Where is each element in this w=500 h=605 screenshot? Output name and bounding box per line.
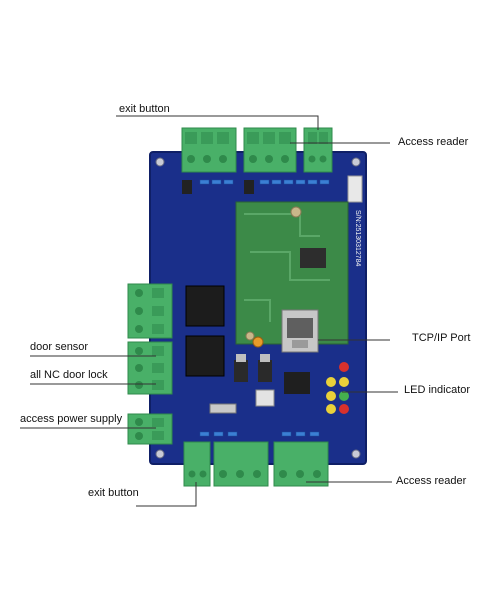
small-chip (244, 180, 254, 194)
label-door-sensor: door sensor (30, 341, 89, 353)
terminal-block-top-2 (243, 127, 297, 173)
label-exit-button-bottom: exit button (88, 487, 139, 499)
label-nc-door-lock: all NC door lock (30, 369, 108, 381)
serial-number: S/N:25130312784 (354, 210, 361, 267)
rj45-port (281, 309, 319, 353)
ic-chip (284, 372, 310, 394)
capacitor-orange (252, 336, 264, 348)
mount-hole (155, 449, 165, 459)
led-indicators (326, 362, 349, 414)
label-led-indicator: LED indicator (404, 384, 471, 396)
leader-lines (20, 115, 398, 507)
resistor-row-bottom (199, 431, 320, 437)
mount-hole (351, 157, 361, 167)
resistor-row-top (199, 179, 330, 185)
terminal-block-bottom-3 (273, 441, 329, 487)
terminal-block-bottom-1 (183, 441, 211, 487)
terminal-block-left-2 (127, 341, 173, 395)
terminal-block-bottom-2 (213, 441, 269, 487)
mount-hole (155, 157, 165, 167)
terminal-block-top-3 (303, 127, 333, 173)
label-exit-button-top: exit button (119, 103, 170, 115)
white-connector (347, 175, 363, 203)
small-chip (182, 180, 192, 194)
relay (185, 335, 225, 377)
terminal-block-top-1 (181, 127, 237, 173)
label-access-power-supply: access power supply (20, 413, 123, 425)
relay (185, 285, 225, 327)
crystal (209, 403, 237, 414)
label-access-reader-bottom: Access reader (396, 475, 467, 487)
label-tcpip-port: TCP/IP Port (412, 332, 471, 344)
label-access-reader-top: Access reader (398, 136, 469, 148)
terminal-block-left-1 (127, 283, 173, 339)
terminal-block-left-3 (127, 413, 173, 445)
mount-hole (351, 449, 361, 459)
voltage-regulators (234, 354, 275, 407)
